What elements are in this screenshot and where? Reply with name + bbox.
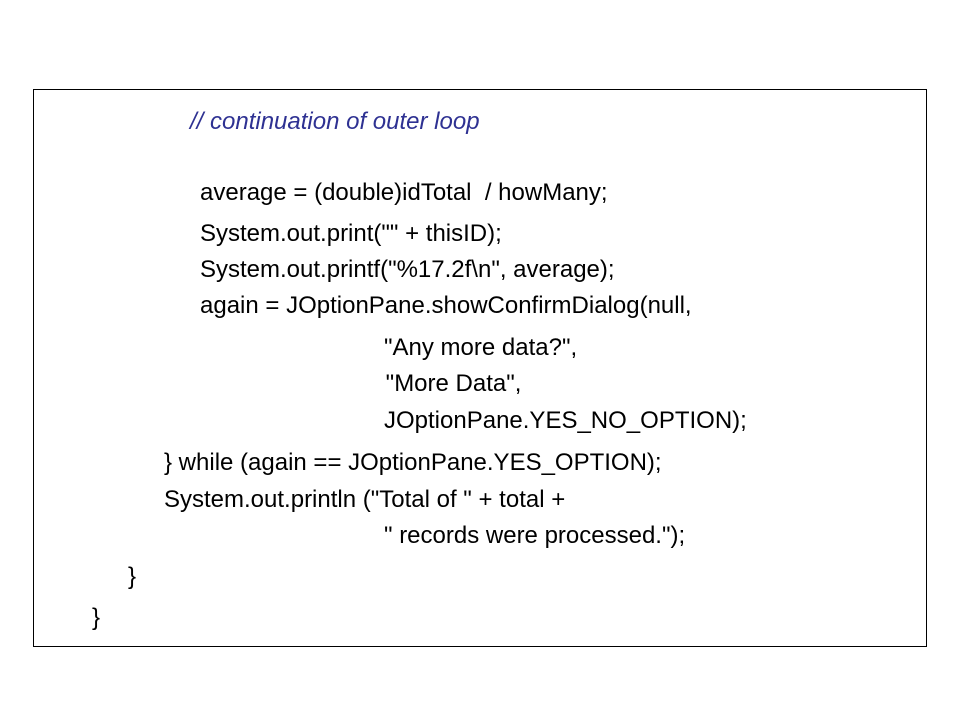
code-line-more-data: "More Data", xyxy=(379,370,522,397)
code-box xyxy=(33,89,927,647)
code-line-records-processed: " records were processed."); xyxy=(384,522,686,549)
code-line-any-more-data: "Any more data?", xyxy=(384,334,578,361)
code-comment: // continuation of outer loop xyxy=(190,108,480,135)
code-line-average: average = (double)idTotal / howMany; xyxy=(200,179,608,206)
code-line-printf: System.out.printf("%17.2f\n", average); xyxy=(200,256,615,283)
code-line-again: again = JOptionPane.showConfirmDialog(nu… xyxy=(200,292,692,319)
code-line-println: System.out.println ("Total of " + total … xyxy=(164,486,566,513)
code-line-print: System.out.print("" + thisID); xyxy=(200,220,502,247)
code-line-close-brace-outer: } xyxy=(92,604,101,631)
code-line-while: } while (again == JOptionPane.YES_OPTION… xyxy=(164,449,662,476)
code-line-yes-no-option: JOptionPane.YES_NO_OPTION); xyxy=(384,407,747,434)
code-line-close-brace-inner: } xyxy=(128,563,137,590)
